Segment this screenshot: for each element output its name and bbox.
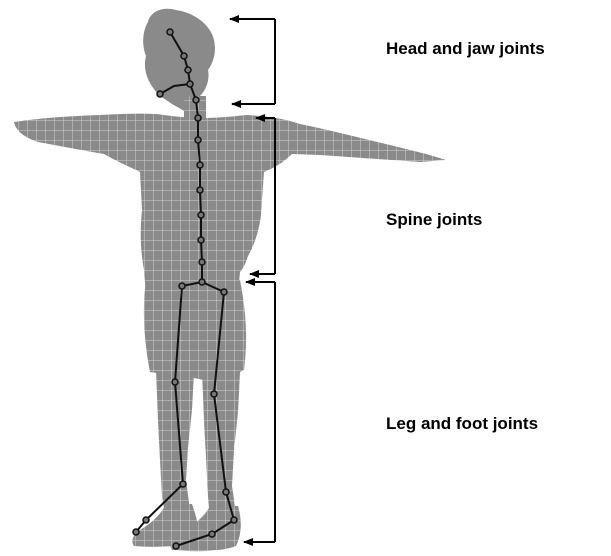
bracket-legs xyxy=(244,282,275,542)
head-jaw-joints-label: Head and jaw joints xyxy=(386,39,545,59)
character-mesh xyxy=(14,9,446,551)
torso-arms-mesh xyxy=(14,114,446,296)
shorts-mesh xyxy=(144,280,246,380)
spine-joints-label: Spine joints xyxy=(386,210,482,230)
bracket-head xyxy=(230,19,275,104)
leg-foot-joints-label: Leg and foot joints xyxy=(386,414,538,434)
